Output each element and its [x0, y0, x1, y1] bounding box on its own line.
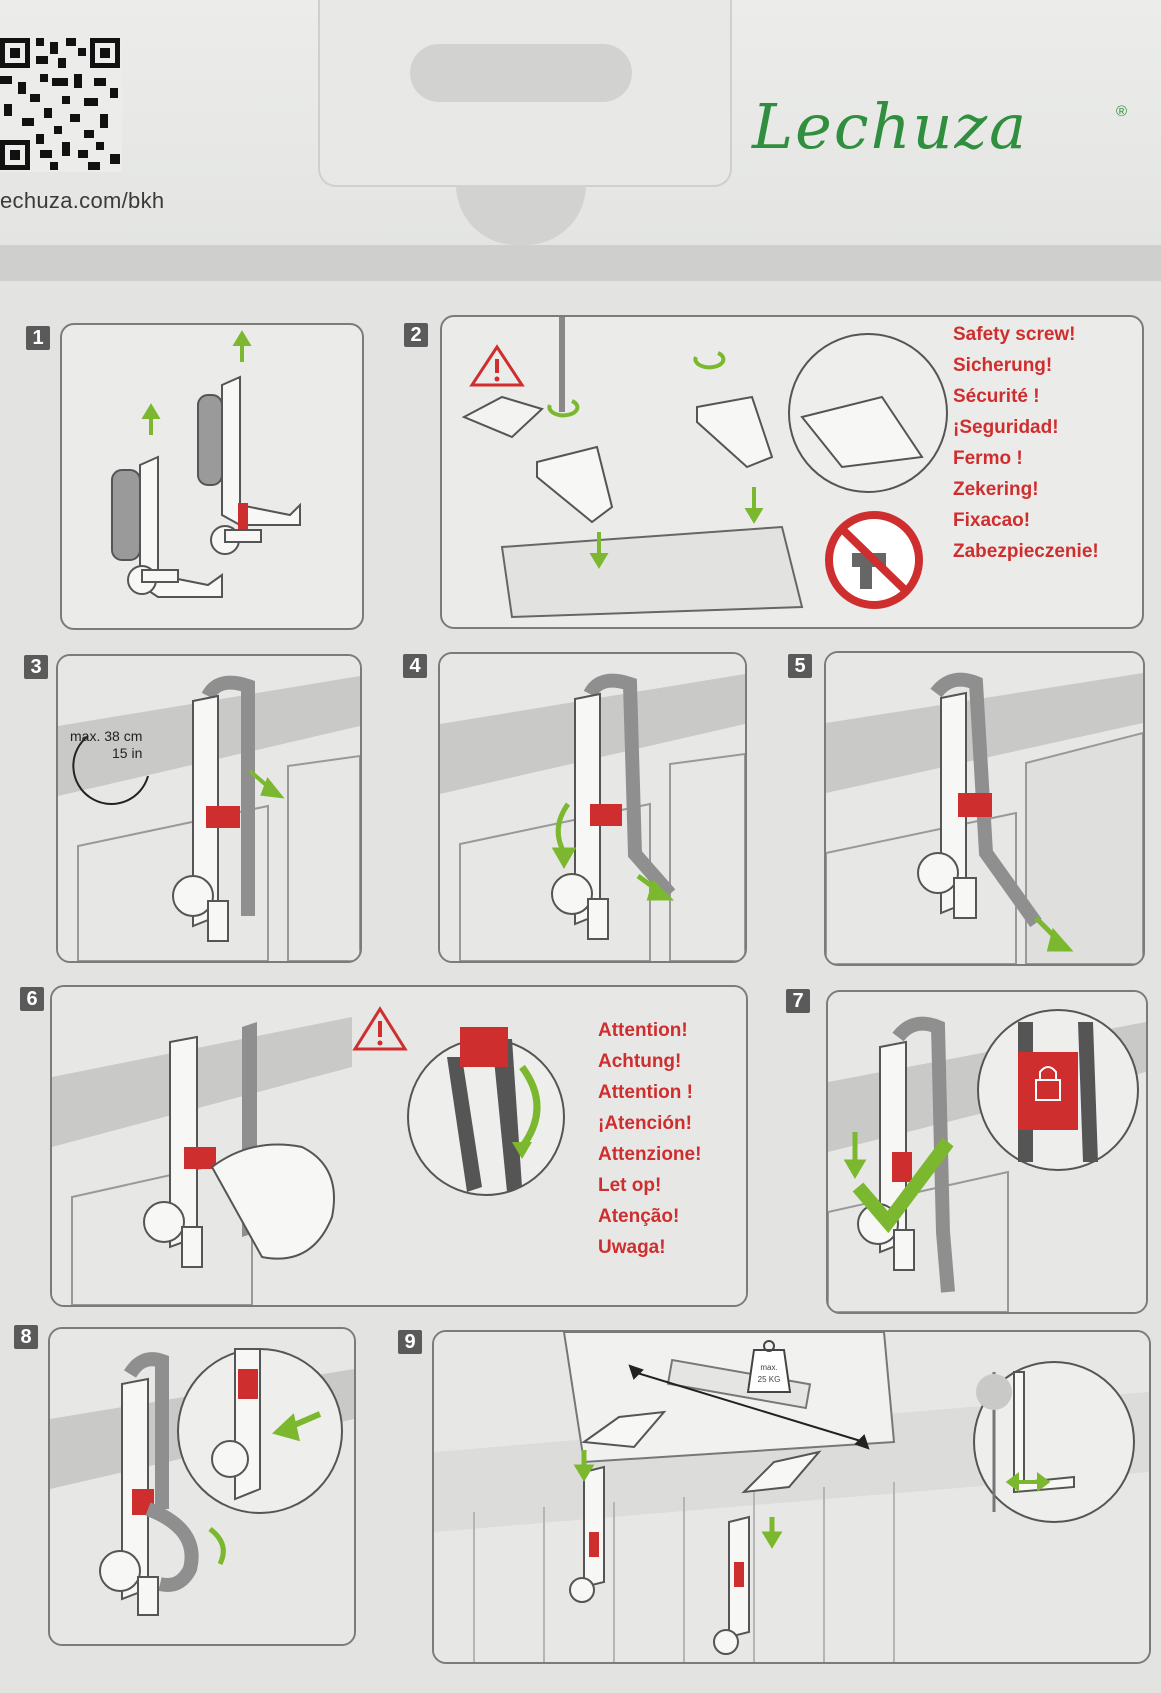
- warning-text: Atenção!: [598, 1206, 680, 1227]
- step-number-4: 4: [403, 654, 427, 678]
- attention-warnings: Attention! Achtung! Attention ! ¡Atenció…: [598, 1015, 701, 1263]
- step-number-5: 5: [788, 654, 812, 678]
- step-3-panel: max. 38 cm 15 in: [56, 654, 362, 963]
- warning-text: Zekering!: [953, 479, 1039, 500]
- max-diameter-cm: max. 38 cm: [70, 728, 143, 744]
- step-1-illustration: [111, 330, 301, 598]
- header-divider-band: [0, 245, 1161, 281]
- warning-triangle-icon: [469, 344, 525, 387]
- step-5-illustration: [826, 653, 1143, 964]
- warning-triangle-icon: [352, 1006, 408, 1051]
- step-8-panel: [48, 1327, 356, 1646]
- step-2-panel: Safety screw! Sicherung! Sécurité ! ¡Seg…: [440, 315, 1144, 629]
- step-number-1: 1: [26, 326, 50, 350]
- warning-text: ¡Atención!: [598, 1113, 692, 1134]
- step-number-2: 2: [404, 323, 428, 347]
- weight-icon: max. 25 KG: [746, 1340, 792, 1393]
- step-number-6: 6: [20, 987, 44, 1011]
- step-3-illustration: [58, 656, 360, 961]
- warning-text: Safety screw!: [953, 324, 1076, 345]
- warning-text: Fermo !: [953, 448, 1023, 469]
- warning-text: Uwaga!: [598, 1237, 666, 1258]
- step-9-illustration: max. 25 KG: [434, 1332, 1149, 1662]
- step-4-panel: [438, 652, 747, 963]
- step-number-3: 3: [24, 655, 48, 679]
- warning-text: Let op!: [598, 1175, 662, 1196]
- max-diameter-in: 15 in: [112, 745, 143, 761]
- step-6-panel: Attention! Achtung! Attention ! ¡Atenció…: [50, 985, 748, 1307]
- padlock-icon: [1018, 1052, 1078, 1130]
- step-7-panel: [826, 990, 1148, 1314]
- website-url[interactable]: echuza.com/bkh: [0, 188, 165, 213]
- step-6-illustration: [52, 987, 746, 1305]
- warning-text: Zabezpieczenie!: [953, 541, 1099, 562]
- safety-screw-warnings: Safety screw! Sicherung! Sécurité ! ¡Seg…: [953, 319, 1099, 567]
- step-5-panel: [824, 651, 1145, 966]
- brand-logo: Lechuza: [752, 90, 1029, 163]
- step-7-illustration: [828, 992, 1146, 1312]
- step-9-panel: max. 25 KG: [432, 1330, 1151, 1664]
- step-8-illustration: [50, 1329, 354, 1644]
- hand-illustration: [210, 1143, 335, 1260]
- weight-label-max: max.: [760, 1363, 777, 1372]
- warning-text: Achtung!: [598, 1051, 682, 1072]
- registered-mark: ®: [1116, 103, 1128, 120]
- step-number-7: 7: [786, 989, 810, 1013]
- warning-text: Sicherung!: [953, 355, 1053, 376]
- rotate-arrow-icon: [208, 1527, 226, 1566]
- step-1-panel: [60, 323, 364, 630]
- warning-text: Fixacao!: [953, 510, 1031, 531]
- max-diameter-label: max. 38 cm 15 in: [70, 728, 142, 762]
- qr-code-icon[interactable]: [0, 38, 122, 172]
- warning-text: ¡Seguridad!: [953, 417, 1059, 438]
- step-number-9: 9: [398, 1330, 422, 1354]
- up-arrow-icon: [141, 330, 252, 435]
- warning-text: Attention !: [598, 1082, 693, 1103]
- screw-bag: [461, 395, 544, 439]
- step-4-illustration: [440, 654, 745, 961]
- warning-text: Sécurité !: [953, 386, 1040, 407]
- weight-label-kg: 25 KG: [758, 1375, 781, 1384]
- step-number-8: 8: [14, 1325, 38, 1349]
- step-2-illustration: [461, 317, 948, 619]
- checkmark-icon: [852, 1137, 954, 1234]
- warning-text: Attenzione!: [598, 1144, 702, 1165]
- no-drill-icon: [825, 511, 923, 609]
- hang-hole: [410, 44, 632, 102]
- warning-text: Attention!: [598, 1020, 688, 1041]
- padlock-icon: [460, 1027, 508, 1067]
